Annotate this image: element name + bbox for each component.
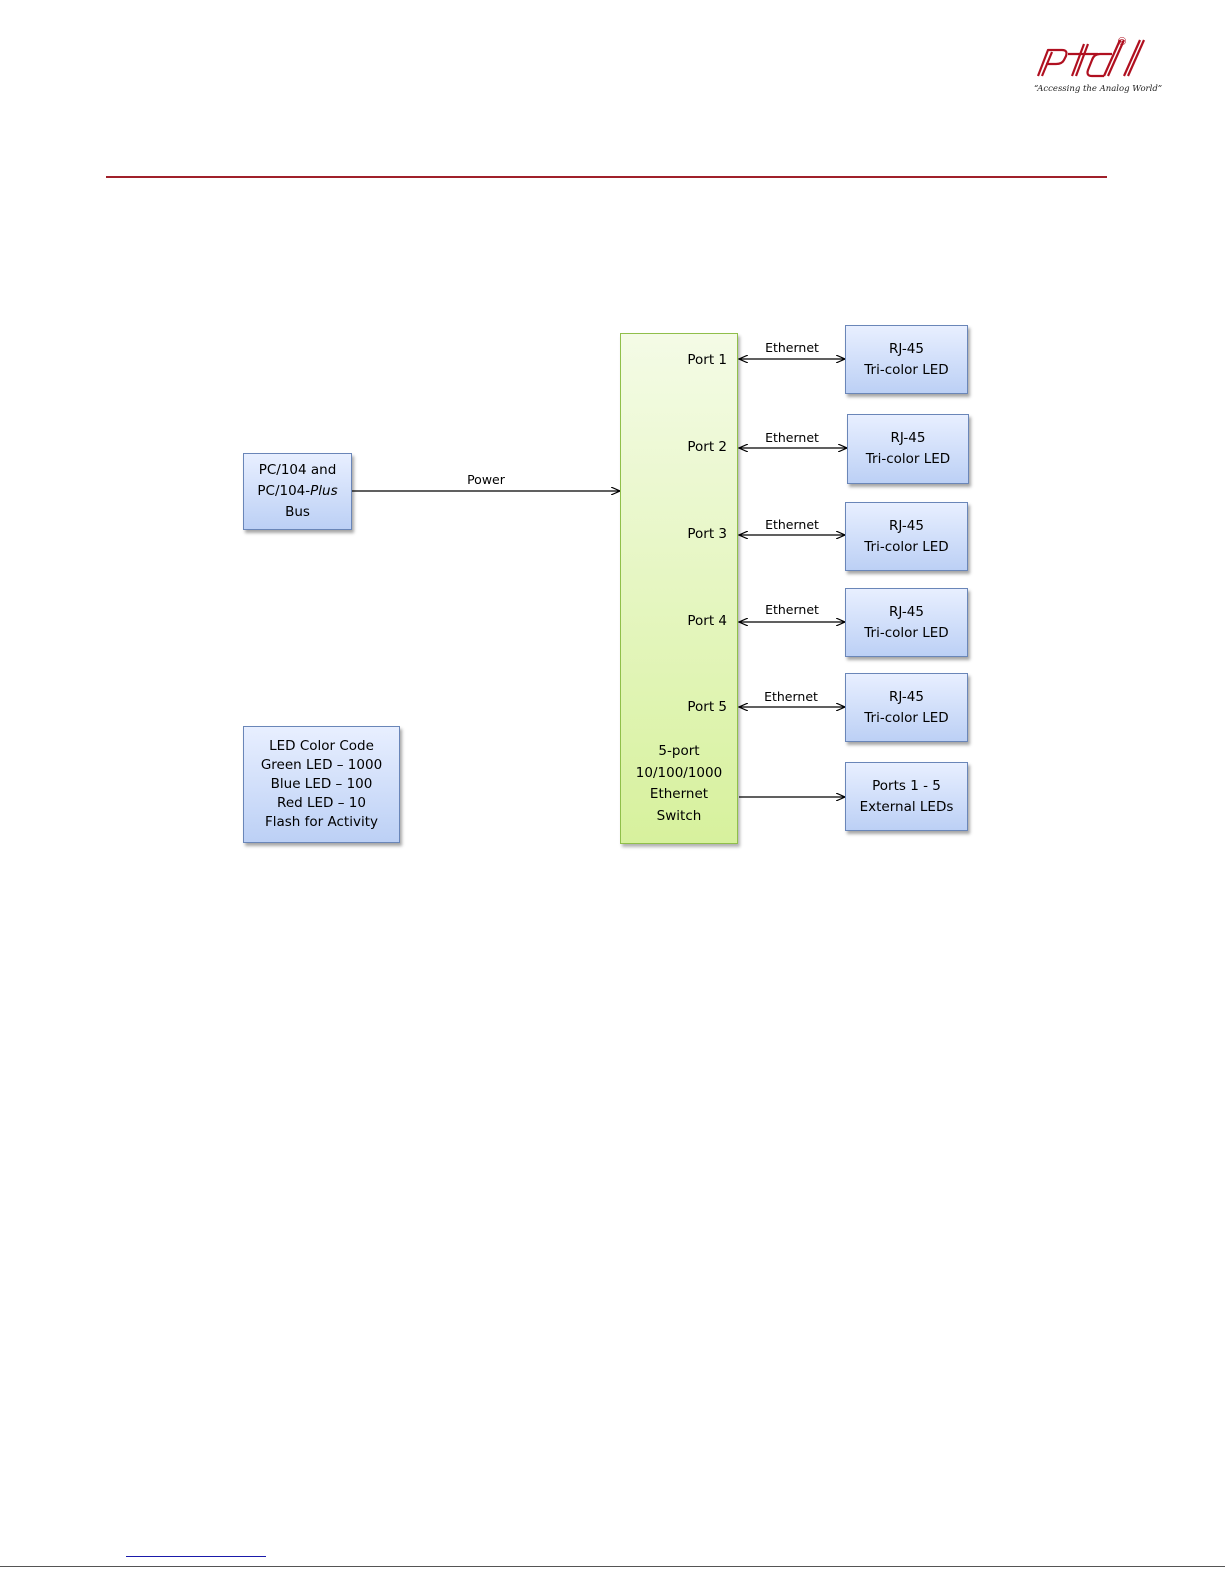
external-leds-line2: External LEDs [859,798,954,815]
bus-box-line2: PC/104-Plus [257,481,337,502]
switch-name-line2: 10/100/1000 [635,764,723,781]
bus-box-line2-prefix: PC/104- [257,483,311,499]
legend-line-5: Flash for Activity [264,814,378,830]
ethernet-label-4: Ethernet [765,602,819,617]
rtd-logo-mark [1036,39,1146,78]
rj45-box-2-line1: RJ-45 [890,430,926,446]
switch-port-1-label: Port 1 [687,352,727,368]
ethernet-label-3: Ethernet [765,517,819,532]
bus-box-line1: PC/104 and [258,462,337,478]
switch-port-4-label: Port 4 [687,613,727,629]
bus-box-line2-italic: Plus [310,483,338,499]
power-label: Power [467,472,505,487]
rj45-box-4: RJ-45 Tri-color LED [845,588,968,657]
rj45-box-5-line1: RJ-45 [889,688,924,705]
header-rule [106,176,1107,178]
rj45-box-1-line1: RJ-45 [889,340,924,357]
legend-line-1: LED Color Code [269,738,374,754]
rj45-box-2-line2: Tri-color LED [865,451,951,467]
switch-name-line4: Switch [656,807,702,824]
rj45-box-3-line2: Tri-color LED [864,538,949,555]
external-leds-box: Ports 1 - 5 External LEDs [845,762,968,831]
switch-port-3-label: Port 3 [687,526,727,542]
footer-rule [0,1566,1225,1567]
pc104-bus-box: PC/104 and PC/104-Plus Bus [243,453,352,530]
switch-name: 5-port 10/100/1000 Ethernet Switch [621,741,737,827]
rj45-box-5-line2: Tri-color LED [864,709,949,726]
footer-link-underline [126,1556,266,1557]
switch-name-line3: Ethernet [649,786,709,802]
rj45-box-4-line2: Tri-color LED [864,624,949,641]
legend-line-2: Green LED – 1000 [260,757,383,773]
rtd-logo: ® [1032,36,1162,102]
ethernet-label-5: Ethernet [764,689,818,704]
legend-line-3: Blue LED – 100 [270,776,373,792]
rj45-box-2: RJ-45 Tri-color LED [847,414,969,484]
registered-mark: ® [1118,36,1127,48]
rj45-box-1-line2: Tri-color LED [864,361,949,378]
ethernet-label-2: Ethernet [765,430,819,445]
switch-port-5-label: Port 5 [687,699,727,715]
bus-box-line3: Bus [285,504,310,520]
rj45-box-3: RJ-45 Tri-color LED [845,502,968,571]
rj45-box-4-line1: RJ-45 [889,603,924,620]
rj45-box-5: RJ-45 Tri-color LED [845,673,968,742]
legend-line-4: Red LED – 10 [277,795,366,811]
logo-tagline: “Accessing the Analog World” [1034,84,1163,94]
rj45-box-1: RJ-45 Tri-color LED [845,325,968,394]
switch-port-2-label: Port 2 [687,439,727,455]
rj45-box-3-line1: RJ-45 [889,517,924,534]
ethernet-switch-block: Port 1 Port 2 Port 3 Port 4 Port 5 5-por… [620,333,738,844]
ethernet-label-1: Ethernet [765,340,819,355]
led-color-legend: LED Color Code Green LED – 1000 Blue LED… [243,726,400,843]
switch-name-line1: 5-port [658,743,700,759]
external-leds-line1: Ports 1 - 5 [872,777,941,794]
